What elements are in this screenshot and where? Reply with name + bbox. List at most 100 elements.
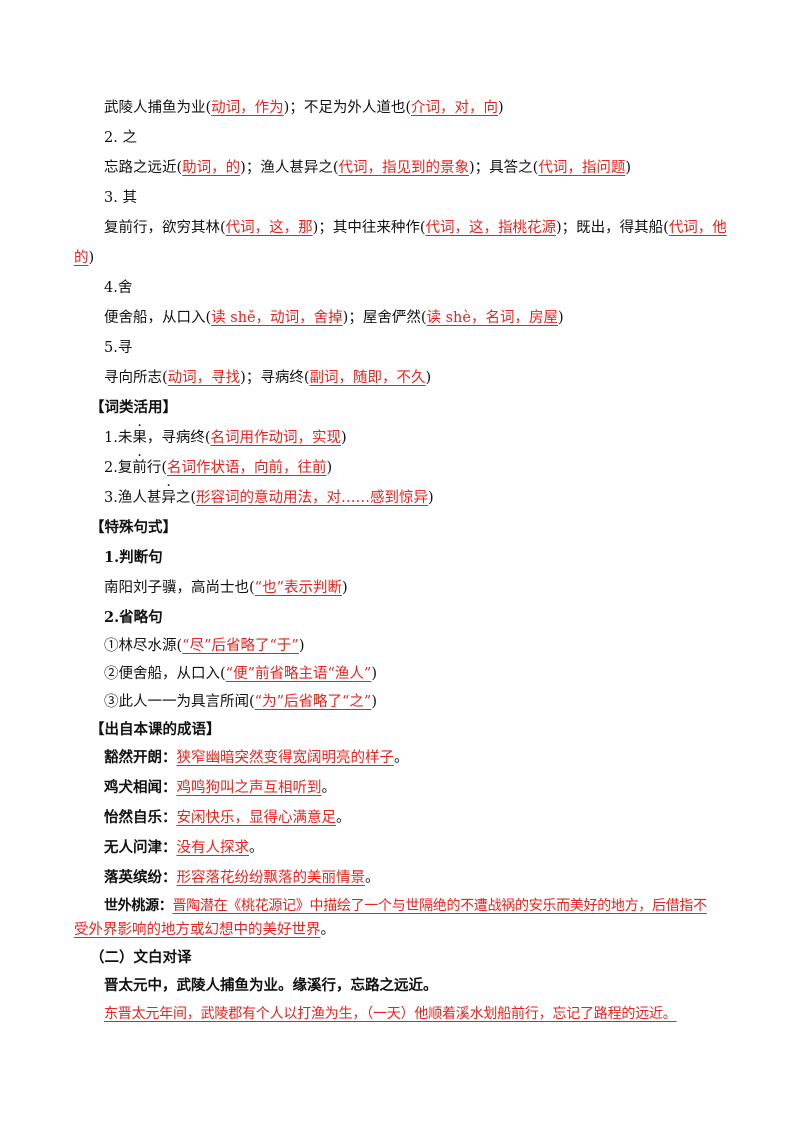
section-title: 【特殊句式】 (90, 519, 177, 536)
text: ) (341, 580, 348, 596)
emphasized-char: 果 (132, 428, 147, 448)
section-title: （二）文白对译 (90, 949, 192, 966)
text-line: 忘路之远近(助词，的)；渔人甚异之(代词，指见到的景象)；具答之(代词，指问题) (104, 158, 734, 178)
text: ) (88, 250, 95, 266)
annotation: 代词，指见到的景象 (338, 160, 470, 176)
annotation: 介词，对，向 (411, 100, 498, 116)
text: 。 (394, 750, 409, 766)
text: 忘路之远近( (104, 160, 183, 176)
text-line: ③此人一一为具言所闻(“为”后省略了“之”) (104, 692, 734, 712)
text-line: 2.复前行(名词作状语，向前，往前) (104, 458, 734, 478)
text: )；屋舍俨然( (342, 310, 427, 326)
text: )；不足为外人道也( (283, 100, 411, 116)
text-line: ②便舍船，从口入(“便”前省略主语“渔人”) (104, 664, 734, 684)
idiom-entry: 世外桃源：晋陶潜在《桃花源记》中描绘了一个与世隔绝的不遭战祸的安乐而美好的地方，… (104, 896, 734, 916)
text: 2.复 (104, 460, 133, 476)
annotation: “尽”后省略了“于” (182, 638, 299, 654)
text-line: 南阳刘子骥，高尚士也(“也”表示判断) (104, 578, 734, 598)
text: 之( (175, 490, 197, 506)
text: )；既出，得其船( (555, 220, 669, 236)
idiom-entry: 怡然自乐：安闲快乐，显得心满意足。 (104, 808, 734, 828)
text: 1.未 (104, 430, 133, 446)
annotation: 副词，随即，不久 (309, 370, 426, 386)
annotation: 代词，他 (668, 220, 727, 236)
section-heading: 4.舍 (104, 280, 133, 296)
text: ) (557, 310, 564, 326)
text: ) (371, 694, 377, 710)
text: ) (341, 430, 347, 446)
text: 便舍船，从口入( (104, 310, 212, 326)
text: )；具答之( (469, 160, 539, 176)
text: 。 (336, 810, 351, 826)
idiom-definition: 狭窄幽暗突然变得宽阔明亮的样子 (176, 750, 395, 766)
text-line: 复前行，欲穷其林(代词，这，那)；其中往来种作(代词，这，指桃花源)；既出，得其… (104, 218, 734, 238)
text: ) (425, 370, 432, 386)
text: )；渔人甚异之( (240, 160, 339, 176)
section-heading: 2. 之 (104, 130, 137, 146)
text: 。 (320, 922, 336, 938)
idiom-definition: 没有人探求 (176, 840, 250, 856)
annotation: 名词用作动词，实现 (210, 430, 342, 446)
idiom-term: 世外桃源： (104, 898, 173, 914)
annotation: 动词，寻找 (167, 370, 241, 386)
text: ) (326, 460, 333, 476)
text: 南阳刘子骥，高尚士也( (104, 580, 255, 596)
subsection-title: 1.判断句 (104, 549, 163, 566)
annotation: 形容词的意动用法，对……感到惊异 (196, 490, 429, 506)
text: ) (298, 638, 305, 654)
text-line: 1.未果，寻病终(名词用作动词，实现) (104, 428, 734, 448)
text: 寻向所志( (104, 370, 168, 386)
annotation: 的 (74, 250, 89, 266)
text: 复前行，欲穷其林( (104, 220, 226, 236)
annotation: 代词，指问题 (538, 160, 626, 176)
annotation: 名词作状语，向前，往前 (167, 460, 327, 476)
text: ①林尽水源( (104, 638, 183, 654)
text: ) (371, 666, 377, 682)
idiom-term: 豁然开朗： (104, 749, 177, 766)
text: 。 (321, 780, 337, 796)
text: ③此人一一为具言所闻( (104, 694, 255, 710)
text: 武陵人捕鱼为业( (104, 100, 212, 116)
text-line: 受外界影响的地方或幻想中的美好世界。 (74, 920, 734, 940)
text: ) (428, 490, 434, 506)
idiom-term: 落英缤纷： (104, 869, 177, 886)
text: 3.渔人甚 (104, 490, 162, 506)
section-title: 【词类活用】 (90, 399, 177, 416)
original-text: 晋太元中，武陵人捕鱼为业。缘溪行，忘路之远近。 (104, 977, 438, 994)
annotation: “为”后省略了“之” (254, 694, 372, 710)
text: 行( (146, 460, 168, 476)
annotation: “便”前省略主语“渔人” (225, 666, 372, 682)
text-line: ①林尽水源(“尽”后省略了“于”) (104, 636, 734, 656)
idiom-entry: 豁然开朗：狭窄幽暗突然变得宽阔明亮的样子。 (104, 748, 734, 768)
idiom-term: 鸡犬相闻： (104, 779, 177, 796)
text-line: 3.渔人甚异之(形容词的意动用法，对……感到惊异) (104, 488, 734, 508)
idiom-definition: 安闲快乐，显得心满意足 (176, 810, 337, 826)
idiom-definition: 鸡鸣狗叫之声互相听到 (176, 780, 322, 796)
idiom-term: 怡然自乐： (104, 809, 177, 826)
annotation: 代词，这，指桃花源 (425, 220, 556, 236)
emphasized-char: 异 (161, 488, 176, 508)
text: 。 (365, 870, 380, 886)
text: ②便舍船，从口入( (104, 666, 226, 682)
section-heading: 3. 其 (104, 190, 137, 206)
idiom-entry: 无人问津：没有人探求。 (104, 838, 734, 858)
text: ) (498, 100, 504, 116)
annotation: 读 shè，名词，房屋 (426, 310, 558, 326)
annotation: 读 shě，动词，舍掉 (211, 310, 343, 326)
section-heading: 5.寻 (104, 340, 133, 356)
text: ) (625, 160, 631, 176)
annotation: 代词，这，那 (225, 220, 313, 236)
annotation: 动词，作为 (211, 100, 284, 116)
text-line: 寻向所志(动词，寻找)；寻病终(副词，随即，不久) (104, 368, 734, 388)
idiom-entry: 落英缤纷：形容落花纷纷飘落的美丽情景。 (104, 868, 734, 888)
idiom-definition: 受外界影响的地方或幻想中的美好世界 (74, 922, 321, 938)
translation-text: 东晋太元年间，武陵郡有个人以打渔为生，（一天）他顺着溪水划船前行，忘记了路程的远… (104, 1004, 734, 1024)
idiom-definition: 晋陶潜在《桃花源记》中描绘了一个与世隔绝的不遭战祸的安乐而美好的地方，后借指不 (172, 898, 708, 914)
text: )；其中往来种作( (312, 220, 426, 236)
idiom-definition: 形容落花纷纷飘落的美丽情景 (176, 870, 366, 886)
translation: 东晋太元年间，武陵郡有个人以打渔为生，（一天）他顺着溪水划船前行，忘记了路程的远… (104, 1006, 677, 1022)
text-line: 的) (74, 248, 734, 268)
idiom-term: 无人问津： (104, 839, 177, 856)
annotation: “也”表示判断 (254, 580, 342, 596)
